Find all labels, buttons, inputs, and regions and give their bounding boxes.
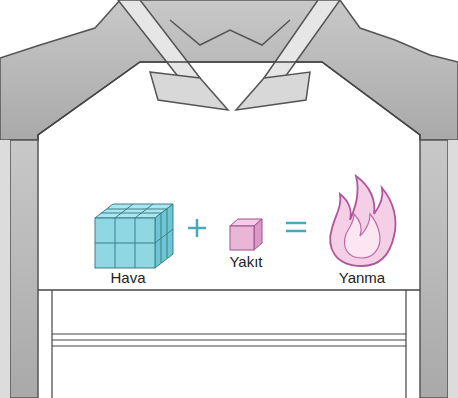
combustion-chamber [38, 62, 420, 140]
cylinder-head [0, 0, 458, 140]
block-edge [448, 140, 458, 398]
intake-valve [118, 0, 228, 110]
fuel-label: Yakıt [229, 254, 262, 271]
cylinder-wall-right [420, 140, 448, 398]
combustion-label: Yanma [339, 270, 385, 287]
air-label: Hava [110, 270, 145, 287]
cylinder-wall-left [10, 140, 38, 398]
piston [38, 290, 420, 398]
head-contour [170, 20, 290, 45]
exhaust-valve [236, 0, 340, 110]
equals-sign [286, 223, 306, 231]
plus-sign [188, 219, 206, 237]
flame [330, 176, 395, 266]
block-edge [0, 140, 10, 398]
air-cubes [95, 204, 173, 268]
fuel-cube [230, 219, 262, 250]
